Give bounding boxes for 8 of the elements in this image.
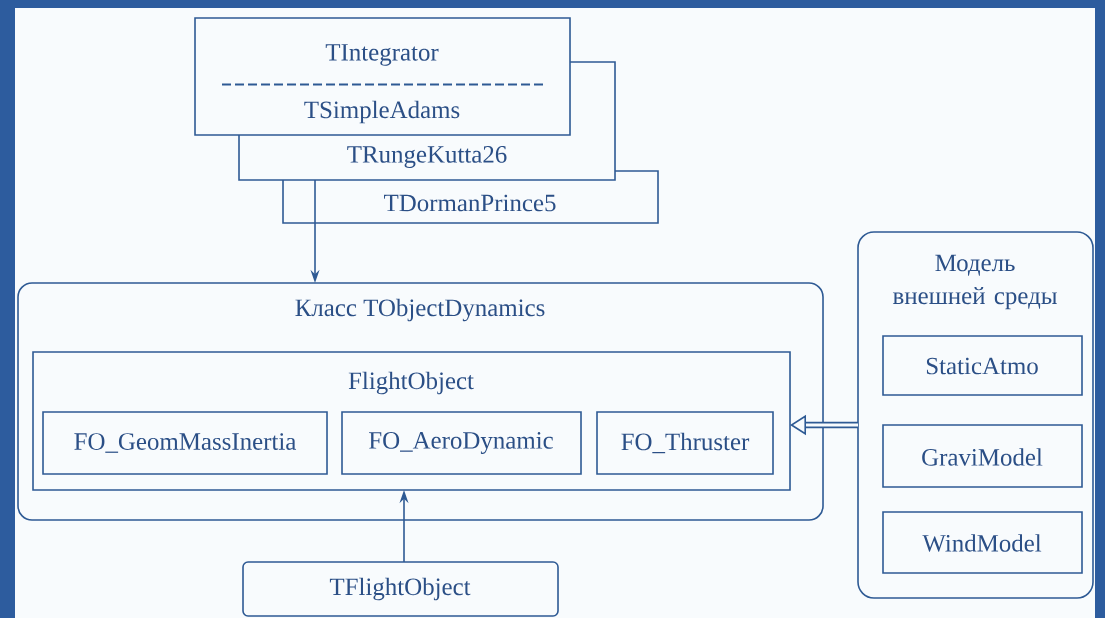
class-box: FO_Thruster xyxy=(596,411,774,475)
class-box: WindModel xyxy=(882,511,1083,574)
class-box: FO_AeroDynamic xyxy=(341,411,582,475)
class-box: FO_GeomMassInertia xyxy=(42,411,328,475)
class-box: StaticAtmo xyxy=(882,335,1083,396)
class-box: GraviModel xyxy=(882,424,1083,488)
class-box: TIntegrator TSimpleAdams xyxy=(194,17,571,136)
group-box: TFlightObject xyxy=(242,561,559,617)
